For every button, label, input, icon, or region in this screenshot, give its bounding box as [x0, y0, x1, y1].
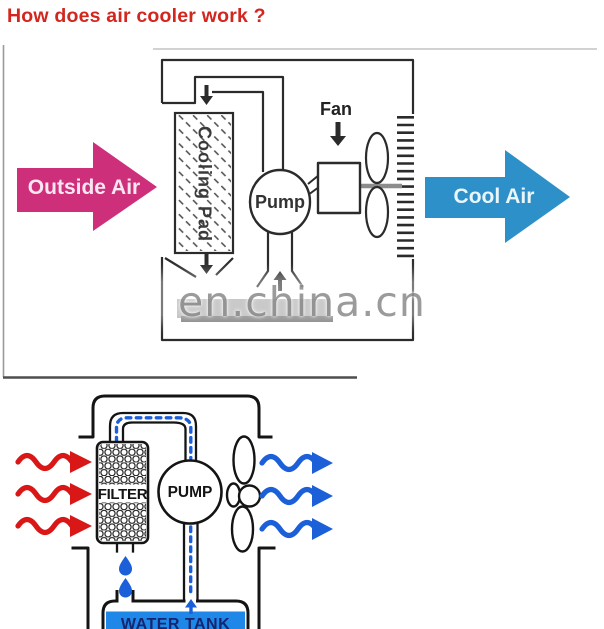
bottom-cooler-unit — [71, 394, 276, 629]
watermark-halo — [148, 281, 440, 316]
bottom-pump-fan — [157, 435, 262, 553]
flow-arrows-top — [200, 85, 346, 291]
pump-label-bottom: PUMP — [167, 484, 213, 501]
cabinet-outline — [160, 58, 415, 342]
fan-label: Fan — [319, 98, 352, 119]
water-flow-dashes — [114, 416, 193, 599]
fan-blade-top — [364, 131, 390, 185]
cooling-pad — [173, 111, 235, 255]
water-pipe — [162, 75, 285, 172]
fan-hub — [237, 484, 262, 508]
cooled-air-arrows — [259, 452, 333, 540]
water-tank-label: WATER TANK — [120, 616, 231, 629]
tank-water — [106, 611, 245, 629]
cool-air-arrow — [425, 150, 570, 243]
fan-down-arrow — [330, 122, 346, 146]
fan-motor — [316, 161, 362, 215]
pump-label-top: Pump — [254, 191, 305, 212]
pump-circle — [248, 168, 312, 236]
photo-frame — [2, 45, 597, 379]
pad-drip-arrow — [200, 254, 213, 274]
pipe-down-arrow — [200, 85, 213, 105]
outside-air-label: Outside Air — [27, 176, 141, 199]
filter-box — [95, 440, 150, 545]
bottom-pipe — [182, 519, 199, 603]
pump-circle-bottom — [157, 459, 223, 525]
water-tray — [177, 299, 333, 322]
suction-pipe — [256, 231, 304, 288]
top-pipe — [108, 411, 198, 469]
cool-air-label: Cool Air — [453, 185, 535, 208]
cooling-pad-label: Cooling Pad — [194, 125, 215, 242]
page-title: How does air cooler work ? — [7, 5, 266, 27]
drain-funnel — [164, 257, 234, 278]
outside-air-arrow — [17, 142, 157, 231]
enclosure-top — [78, 394, 273, 439]
blade-top — [232, 435, 256, 485]
top-cooler-unit — [160, 58, 415, 342]
filter-spouts — [115, 541, 135, 553]
suction-up-arrow — [273, 271, 287, 291]
filter-label: FILTER — [97, 485, 148, 503]
fan-blade-bottom — [364, 185, 390, 239]
hot-air-arrows — [15, 451, 92, 537]
water-drops — [119, 556, 132, 598]
water-tank-outline — [101, 590, 250, 629]
fan-assembly — [248, 131, 402, 239]
watermark-text: en.china.cn — [178, 278, 426, 326]
tank-up-arrow — [185, 599, 197, 614]
enclosure-right — [257, 546, 276, 629]
blade-bottom — [230, 505, 255, 553]
enclosure-left — [71, 546, 90, 629]
